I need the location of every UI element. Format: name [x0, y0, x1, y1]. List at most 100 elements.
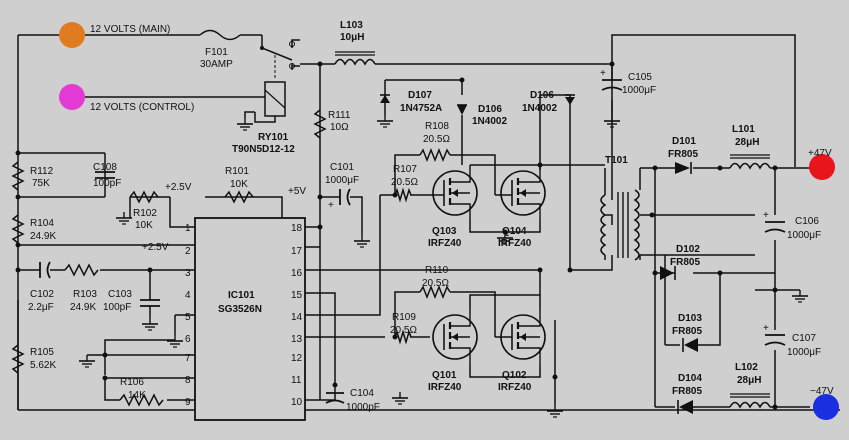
q102-part: IRFZ40 [498, 382, 532, 393]
r108-ref: R108 [425, 121, 449, 132]
resistor-r104: R104 24.9K [11, 214, 56, 244]
ic-left-pins: 1 2 3 4 5 6 7 8 9 [185, 223, 191, 408]
ic-pin-7: 7 [185, 353, 191, 364]
capacitor-c105: + C105 1000μF [600, 68, 656, 96]
r111-ref: R111 [328, 110, 351, 121]
ic-pin-11: 11 [291, 375, 302, 386]
relay-ry101: RY101 T90N5D12-12 [232, 41, 300, 155]
c108-ref-label: C108 [93, 162, 117, 173]
net-label-5v: +5V [288, 186, 306, 197]
c107-value: 1000μF [787, 347, 821, 358]
d103-part: FR805 [672, 326, 702, 337]
diode-d104: D104 FR805 [672, 373, 702, 414]
capacitor-c101: + C101 1000μF [325, 162, 359, 211]
capacitor-c106: + C106 1000μF [763, 210, 821, 241]
transformer-t101: T101 [600, 155, 641, 261]
f101-ref: F101 [205, 47, 228, 58]
c104-value: 1000pF [346, 402, 380, 413]
r102-ref: R102 [133, 208, 157, 219]
ic-ref: IC101 [228, 290, 255, 301]
net-label-2v5-top: +2.5V [165, 182, 192, 193]
terminal-12v-control: 12 VOLTS (CONTROL) [59, 84, 194, 113]
resistor-r109: R109 20.5Ω [390, 312, 430, 345]
r111-value: 10Ω [330, 122, 349, 133]
d104-part: FR805 [672, 386, 702, 397]
mosfet-q102: Q102 IRFZ40 [494, 305, 546, 393]
ic-part: SG3526N [218, 304, 262, 315]
inductor-l103: L103 10μH [334, 20, 376, 66]
c105-value: 1000μF [622, 85, 656, 96]
terminal-12v-main: 12 VOLTS (MAIN) [59, 22, 170, 48]
ic-pin-5: 5 [185, 312, 191, 323]
l101-ref: L101 [732, 124, 755, 135]
terminal-control-label: 12 VOLTS (CONTROL) [90, 102, 194, 113]
mosfet-q101: Q101 IRFZ40 [428, 310, 478, 393]
r109-ref: R109 [392, 312, 416, 323]
r101-value: 10K [230, 179, 248, 190]
r107-ref: R107 [393, 164, 417, 175]
ic-pin-12: 12 [291, 353, 303, 364]
terminal-positive-dot [809, 154, 835, 180]
q103-ref: Q103 [432, 226, 457, 237]
r110-value: 20.5Ω [422, 278, 449, 289]
c103-value: 100pF [103, 302, 131, 313]
c103-ref: C103 [108, 289, 132, 300]
l102-value: 28μH [737, 375, 761, 386]
net-label-2v5-left: +2.5V [142, 242, 169, 253]
r102-value: 10K [135, 220, 153, 231]
ic-pin-1: 1 [185, 223, 191, 234]
c102-value: 2.2μF [28, 302, 54, 313]
resistor-r105: R105 5.62K [11, 344, 56, 374]
ic-pin-17: 17 [291, 246, 303, 257]
r103-ref: R103 [73, 289, 97, 300]
c101-ref: C101 [330, 162, 354, 173]
d107-ref: D107 [408, 90, 432, 101]
diode-d103: D103 FR805 [672, 313, 702, 352]
c102-ref: C102 [30, 289, 54, 300]
inductor-l101: L101 28μH [729, 124, 771, 170]
ic-pin-18: 18 [291, 223, 303, 234]
ic-pin-9: 9 [185, 397, 191, 408]
capacitor-c108: C108 C108 100pF [93, 162, 121, 189]
mosfet-q103: Q103 IRFZ40 [428, 165, 478, 249]
ic-pin-16: 16 [291, 268, 303, 279]
d106b-ref: D106 [530, 90, 554, 101]
r104-value: 24.9K [30, 231, 56, 242]
r109-value: 20.5Ω [390, 325, 417, 336]
d103-ref: D103 [678, 313, 702, 324]
r112-ref: R112 [30, 166, 54, 177]
c106-value: 1000μF [787, 230, 821, 241]
diode-d107: D107 1N4752A [380, 90, 442, 114]
d101-part: FR805 [668, 149, 698, 160]
resistor-r101: R101 10K [224, 166, 254, 204]
d106a-ref: D106 [478, 104, 502, 115]
r106-value: 14K [128, 390, 146, 401]
ic-pin-3: 3 [185, 268, 191, 279]
resistor-r102: R102 10K [129, 190, 159, 231]
capacitor-c103: C103 100pF [103, 289, 160, 313]
terminal-negative-47v: −47V [810, 386, 839, 420]
d102-ref: D102 [676, 244, 700, 255]
r105-ref: R105 [30, 347, 54, 358]
t101-ref: T101 [605, 155, 628, 166]
junction-dots [15, 61, 778, 410]
resistor-r110: R110 20.5Ω [419, 265, 451, 300]
q104-part: IRFZ40 [498, 238, 532, 249]
terminal-negative-dot [813, 394, 839, 420]
ic-pin-15: 15 [291, 290, 303, 301]
ic-pin-8: 8 [185, 375, 191, 386]
r104-ref: R104 [30, 218, 54, 229]
resistor-r107: R107 20.5Ω [391, 164, 418, 203]
q102-ref: Q102 [502, 370, 527, 381]
l102-ref: L102 [735, 362, 758, 373]
r103-value: 24.9K [70, 302, 96, 313]
capacitor-c107: + C107 1000μF [763, 323, 821, 358]
c106-ref: C106 [795, 216, 819, 227]
terminal-positive-47v: +47V [808, 148, 835, 180]
ic-pin-4: 4 [185, 290, 191, 301]
terminal-negative-label: −47V [810, 386, 834, 397]
svg-text:+: + [600, 68, 606, 79]
svg-text:+: + [763, 210, 769, 221]
mosfet-q104: Q104 IRFZ40 [494, 165, 546, 249]
